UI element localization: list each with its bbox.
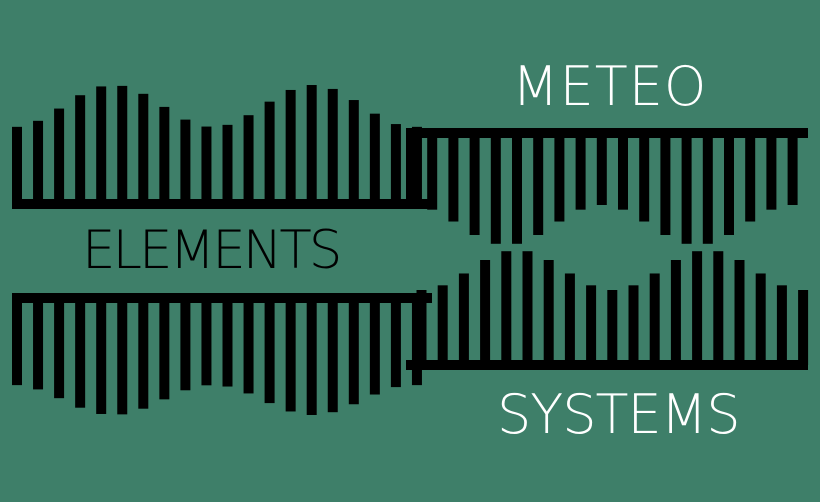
right-lower-bar — [480, 260, 491, 365]
left-lower-bar — [348, 298, 359, 405]
left-lower-bar — [201, 298, 212, 386]
right-lower-bar — [543, 260, 554, 365]
left-lower-bar — [285, 298, 296, 412]
right-lower-bar — [713, 251, 724, 365]
left-lower-bar — [33, 298, 44, 390]
right-lower-bar — [458, 273, 469, 365]
left-upper-bar — [159, 106, 170, 205]
right-lower-bar — [755, 273, 766, 365]
right-lower-bar — [692, 251, 703, 365]
elements-word: ELEMENTS — [82, 220, 342, 281]
right-lower-bar — [798, 290, 809, 365]
left-upper-bar — [33, 120, 44, 205]
left-upper-bar — [138, 93, 149, 205]
left-upper-bar — [390, 124, 401, 205]
right-lower-bar — [586, 285, 597, 365]
left-top-rail — [12, 199, 432, 209]
left-upper-bar — [369, 113, 380, 205]
right-upper-bar — [787, 133, 798, 205]
left-upper-bar — [411, 126, 422, 205]
right-lower-bar — [776, 285, 787, 365]
left-lower-bar — [264, 298, 275, 404]
left-upper-bar — [222, 124, 233, 205]
left-upper-bar — [201, 126, 212, 205]
right-upper-bar — [702, 133, 713, 244]
systems-word: SYSTEMS — [497, 383, 741, 446]
right-upper-bar — [745, 133, 756, 222]
right-upper-bar — [490, 133, 501, 244]
right-lower-bar — [564, 273, 575, 365]
right-upper-bar — [448, 133, 459, 222]
left-upper-bar — [180, 119, 191, 205]
left-upper-bar — [75, 95, 86, 205]
right-lower-bar — [649, 273, 660, 365]
right-upper-bar — [427, 133, 438, 210]
right-lower-bar — [670, 260, 681, 365]
left-upper-bar — [117, 85, 128, 205]
left-upper-bar — [264, 101, 275, 205]
left-lower-bar — [12, 298, 22, 386]
right-lower-bar — [416, 290, 427, 365]
right-upper-bar — [618, 133, 628, 210]
left-lower-bar — [159, 298, 170, 400]
left-lower-bar — [222, 298, 233, 387]
right-upper-bar — [406, 133, 416, 205]
right-upper-bar — [575, 133, 586, 210]
right-upper-bar — [469, 133, 480, 235]
right-upper-bar — [660, 133, 671, 235]
left-upper-bar — [54, 108, 65, 205]
right-upper-bar — [681, 133, 692, 244]
right-lower-bar — [628, 285, 639, 365]
meteo-word: METEO — [512, 55, 708, 118]
left-upper-bar — [243, 115, 254, 205]
left-lower-bar — [243, 298, 254, 394]
left-upper-bar — [306, 85, 317, 205]
right-lower-bar — [734, 260, 745, 365]
right-upper-bar — [533, 133, 544, 235]
left-bottom-rail — [12, 293, 432, 303]
right-upper-bar — [554, 133, 565, 222]
right-lower-bar — [522, 251, 533, 365]
right-upper-bar — [512, 133, 522, 244]
left-lower-bar — [306, 298, 317, 415]
left-lower-bar — [390, 298, 401, 388]
left-lower-bar — [96, 298, 107, 414]
left-lower-bar — [180, 298, 191, 391]
right-bottom-rail — [406, 360, 808, 370]
right-upper-bar — [724, 133, 734, 235]
left-upper-bar — [348, 100, 359, 205]
left-upper-bar — [12, 126, 22, 205]
right-upper-bar — [766, 133, 777, 210]
right-top-rail — [406, 128, 808, 138]
left-upper-bar — [327, 88, 338, 205]
right-lower-bar — [501, 251, 512, 365]
left-upper-bar — [96, 86, 107, 205]
left-lower-bar — [327, 298, 338, 413]
left-lower-bar — [117, 298, 128, 415]
right-lower-bar — [437, 285, 448, 365]
left-lower-bar — [75, 298, 86, 408]
left-upper-bar — [285, 89, 296, 205]
right-upper-bar — [596, 133, 607, 205]
left-lower-bar — [54, 298, 65, 399]
left-lower-bar — [138, 298, 149, 409]
right-upper-bar — [639, 133, 650, 222]
left-lower-bar — [369, 298, 380, 395]
right-lower-bar — [607, 290, 618, 365]
